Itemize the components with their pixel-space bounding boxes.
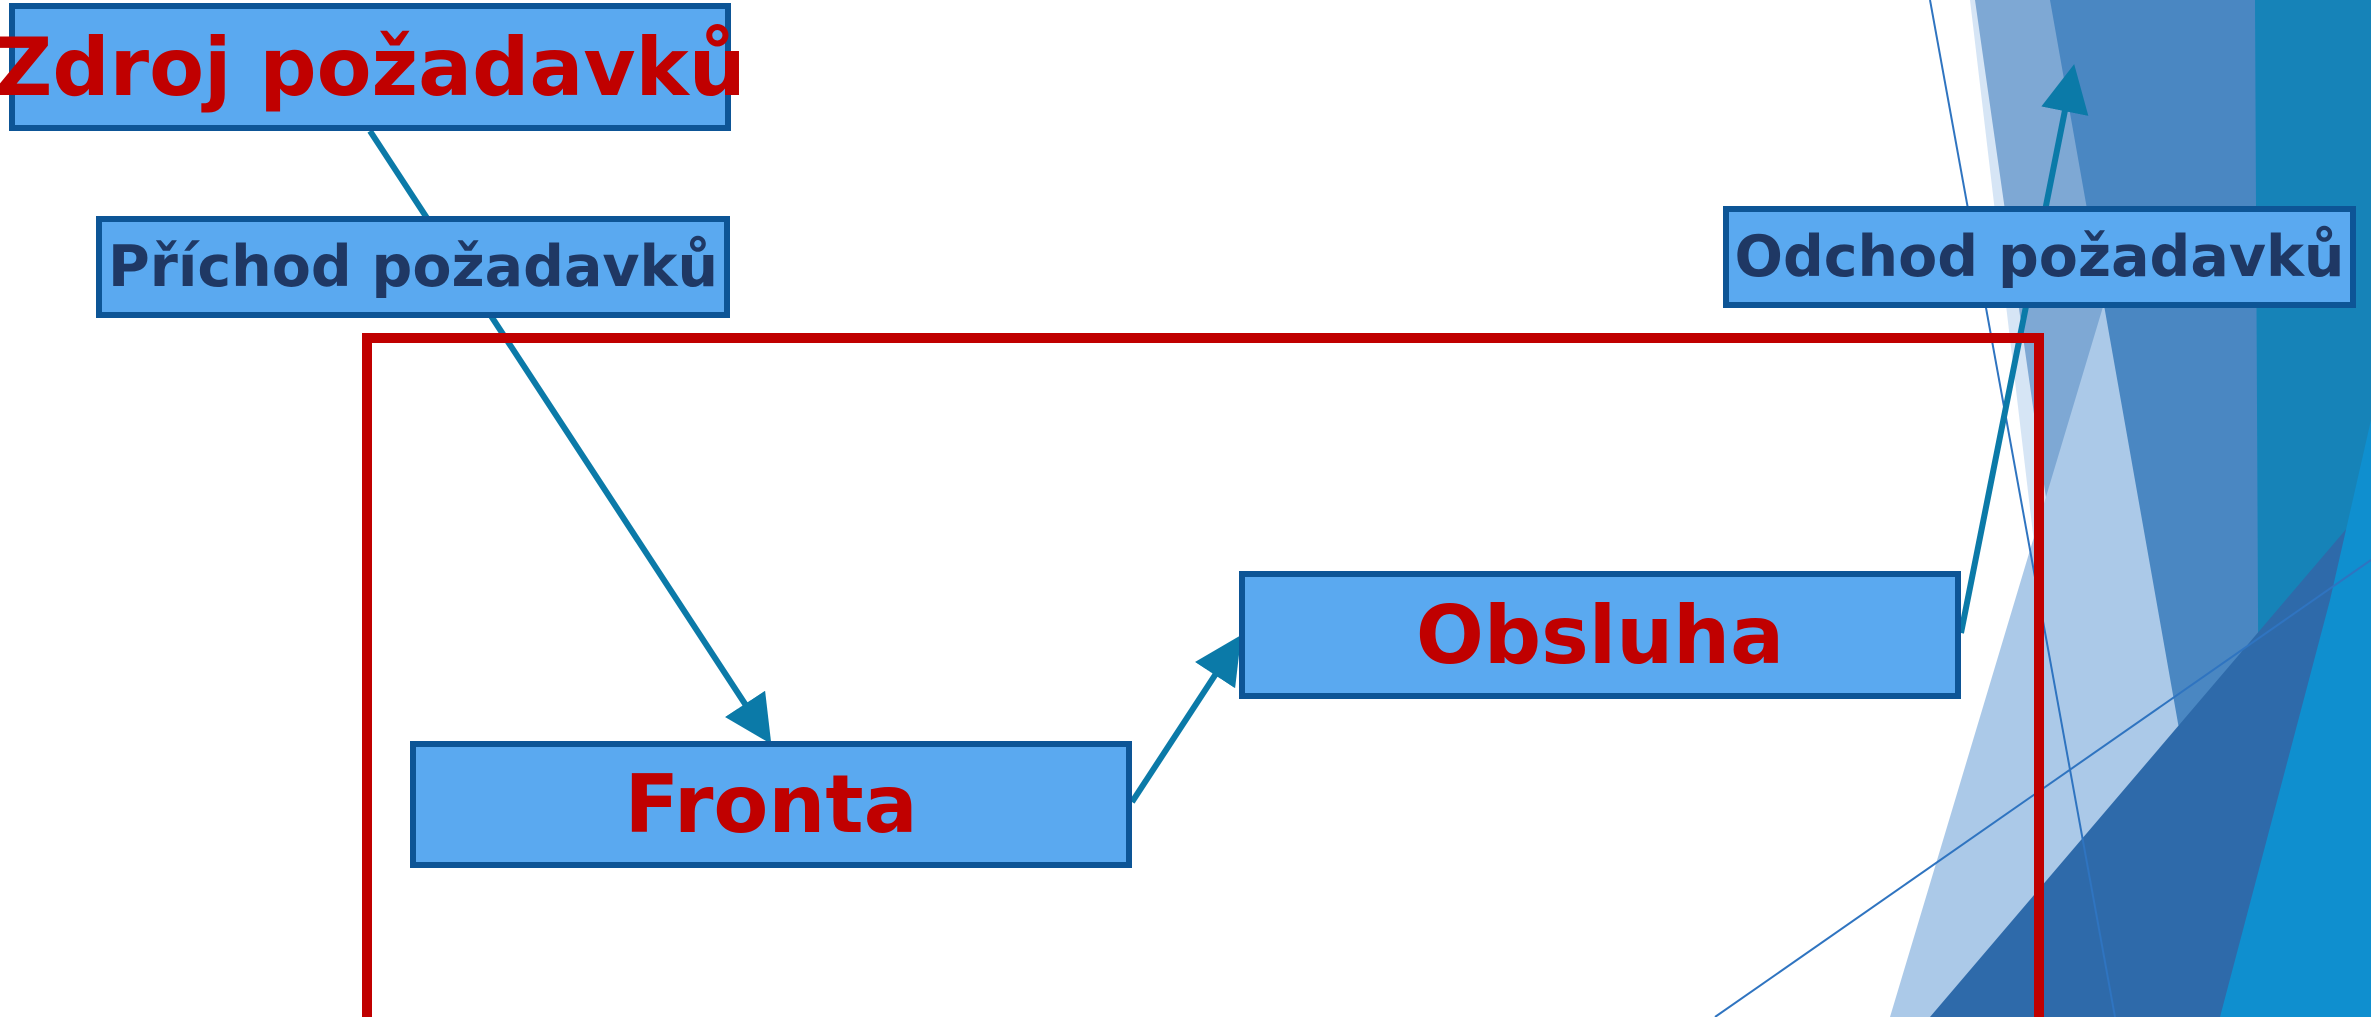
node-source-label: Zdroj požadavků (0, 20, 746, 114)
node-arrival-label: Příchod požadavků (107, 234, 719, 300)
node-departure: Odchod požadavků (1723, 206, 2356, 308)
node-departure-label: Odchod požadavků (1734, 224, 2345, 290)
arrow-service-to-departure (1958, 64, 2089, 634)
arrow-queue-to-service (1129, 634, 1242, 804)
node-service: Obsluha (1239, 571, 1961, 699)
decor-thin-line-1 (1929, 0, 2116, 1017)
node-queue-label: Fronta (624, 758, 918, 851)
service-system-boundary (362, 333, 2044, 1017)
node-service-label: Obsluha (1415, 588, 1785, 682)
node-queue: Fronta (410, 741, 1132, 868)
decor-shape-bright (2220, 420, 2371, 1017)
node-source: Zdroj požadavků (0, 3, 746, 131)
node-arrival: Příchod požadavků (96, 216, 730, 318)
